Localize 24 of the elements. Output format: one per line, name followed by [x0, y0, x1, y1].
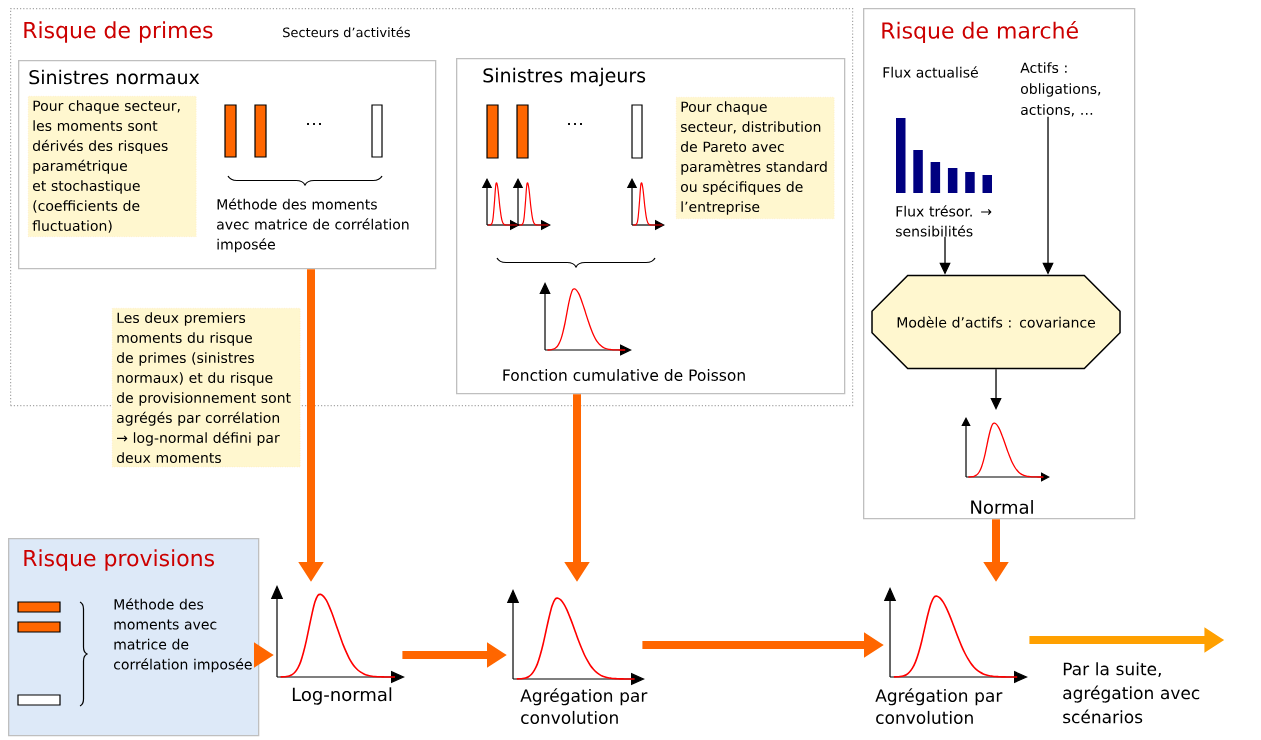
section-title: Risque de primes — [24, 21, 213, 43]
ellipsis-label: … — [307, 122, 321, 126]
curve-label: Normal — [971, 500, 1033, 514]
text-label: Actifs : obligations, actions, … — [1020, 62, 1101, 117]
curve-label: Log-normal — [292, 687, 392, 705]
section-title: Risque de marché — [882, 20, 1078, 44]
ellipsis-label: … — [568, 122, 582, 126]
panel-title: Sinistres majeurs — [483, 67, 646, 87]
curve-label: Agrégation par convolution — [875, 688, 1003, 725]
note-box: Pour chaque secteur, les moments sont dérivés des risques paramétrique et stochastique (coefficients de fluctuation) — [28, 96, 197, 237]
panel-title: Sinistres normaux — [29, 69, 200, 85]
arrow — [990, 368, 1002, 410]
curve-label: Fonction cumulative de Poisson — [503, 369, 745, 381]
method-text: Méthode des moments avec matrice de corrélation imposée — [113, 598, 252, 673]
note-box: Pour chaque secteur, distribution de Pareto avec paramètres standard ou spécifiques de l’entreprise — [676, 97, 835, 219]
chart-title: Flux actualisé — [883, 66, 978, 78]
note-box: Les deux premiers moments du risque de primes (sinistres normaux) et du risque de provisionnement sont agrégés par corrélation → log-normal défini par deux moments — [112, 308, 301, 468]
text-label: Flux trésor. → sensibilités — [895, 205, 992, 237]
heading-label: Secteurs d’activités — [283, 26, 410, 38]
section-title: Risque provisions — [24, 549, 214, 571]
text-label: Par la suite, agrégation avec scénarios — [1063, 662, 1200, 724]
octagon-box: Modèle d’actifs : covariance — [871, 274, 1121, 370]
curve-label: Agrégation par convolution — [520, 688, 648, 725]
method-text: Méthode des moments avec matrice de corrélation imposée — [217, 198, 409, 253]
